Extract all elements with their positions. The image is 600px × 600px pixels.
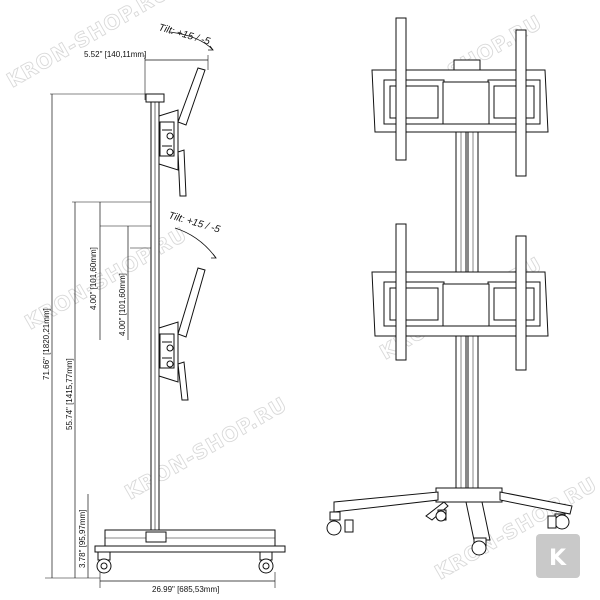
perspective-view <box>326 17 573 556</box>
dimension-inner-gap-a: 4.00" [101,60mm] <box>89 247 98 310</box>
dimension-tilt-upper: Tilt: +15 / -5 <box>157 22 211 47</box>
dimension-inner-gap-b: 4.00" [101,60mm] <box>118 273 127 336</box>
watermark-text: KRON-SHOP.RU <box>121 392 292 504</box>
dimension-base-height: 3.78" [95,97mm] <box>78 510 87 568</box>
dimension-base-width: 26.99" [685,53mm] <box>152 585 219 594</box>
dimension-lower-height: 55.74" [1415,77mm] <box>65 358 74 430</box>
brand-badge: K <box>536 534 580 578</box>
dimension-total-height: 71.66" [1820,21mm] <box>42 308 51 380</box>
watermark-text: KRON-SHOP.RU <box>3 0 174 92</box>
brand-badge-letter: K <box>549 546 567 571</box>
side-view <box>45 31 286 588</box>
dimension-top-width: 5.52" [140,11mm] <box>84 50 146 59</box>
